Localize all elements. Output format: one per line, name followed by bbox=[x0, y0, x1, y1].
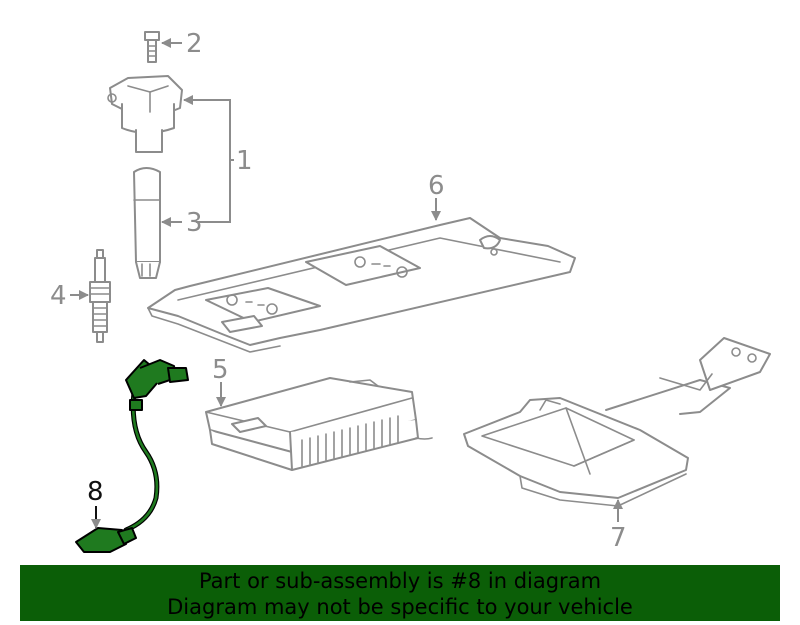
callout-8[interactable]: 8 bbox=[87, 477, 104, 507]
callout-6[interactable]: 6 bbox=[428, 171, 445, 201]
cover-plate-part[interactable] bbox=[147, 217, 576, 353]
callout-3[interactable]: 3 bbox=[186, 208, 203, 238]
bolt-part[interactable] bbox=[144, 31, 160, 63]
module-tray-part[interactable] bbox=[463, 337, 771, 507]
callout-1[interactable]: 1 bbox=[236, 146, 253, 176]
banner-line-1: Part or sub-assembly is #8 in diagram bbox=[198, 569, 602, 593]
callout-2[interactable]: 2 bbox=[186, 29, 203, 59]
leader-line bbox=[190, 99, 231, 223]
coil-boot-part[interactable] bbox=[133, 167, 161, 279]
info-banner: Part or sub-assembly is #8 in diagram Di… bbox=[20, 565, 780, 621]
parts-diagram: 2 1 3 4 bbox=[50, 29, 771, 553]
callout-4[interactable]: 4 bbox=[50, 281, 67, 311]
ignition-coil-part[interactable] bbox=[107, 75, 183, 153]
callout-7[interactable]: 7 bbox=[610, 523, 627, 553]
sensor-part-highlighted[interactable] bbox=[75, 359, 189, 553]
callout-5[interactable]: 5 bbox=[212, 355, 229, 385]
banner-line-2: Diagram may not be specific to your vehi… bbox=[167, 595, 633, 619]
spark-plug-part[interactable] bbox=[89, 249, 111, 343]
control-module-part[interactable] bbox=[205, 377, 433, 471]
